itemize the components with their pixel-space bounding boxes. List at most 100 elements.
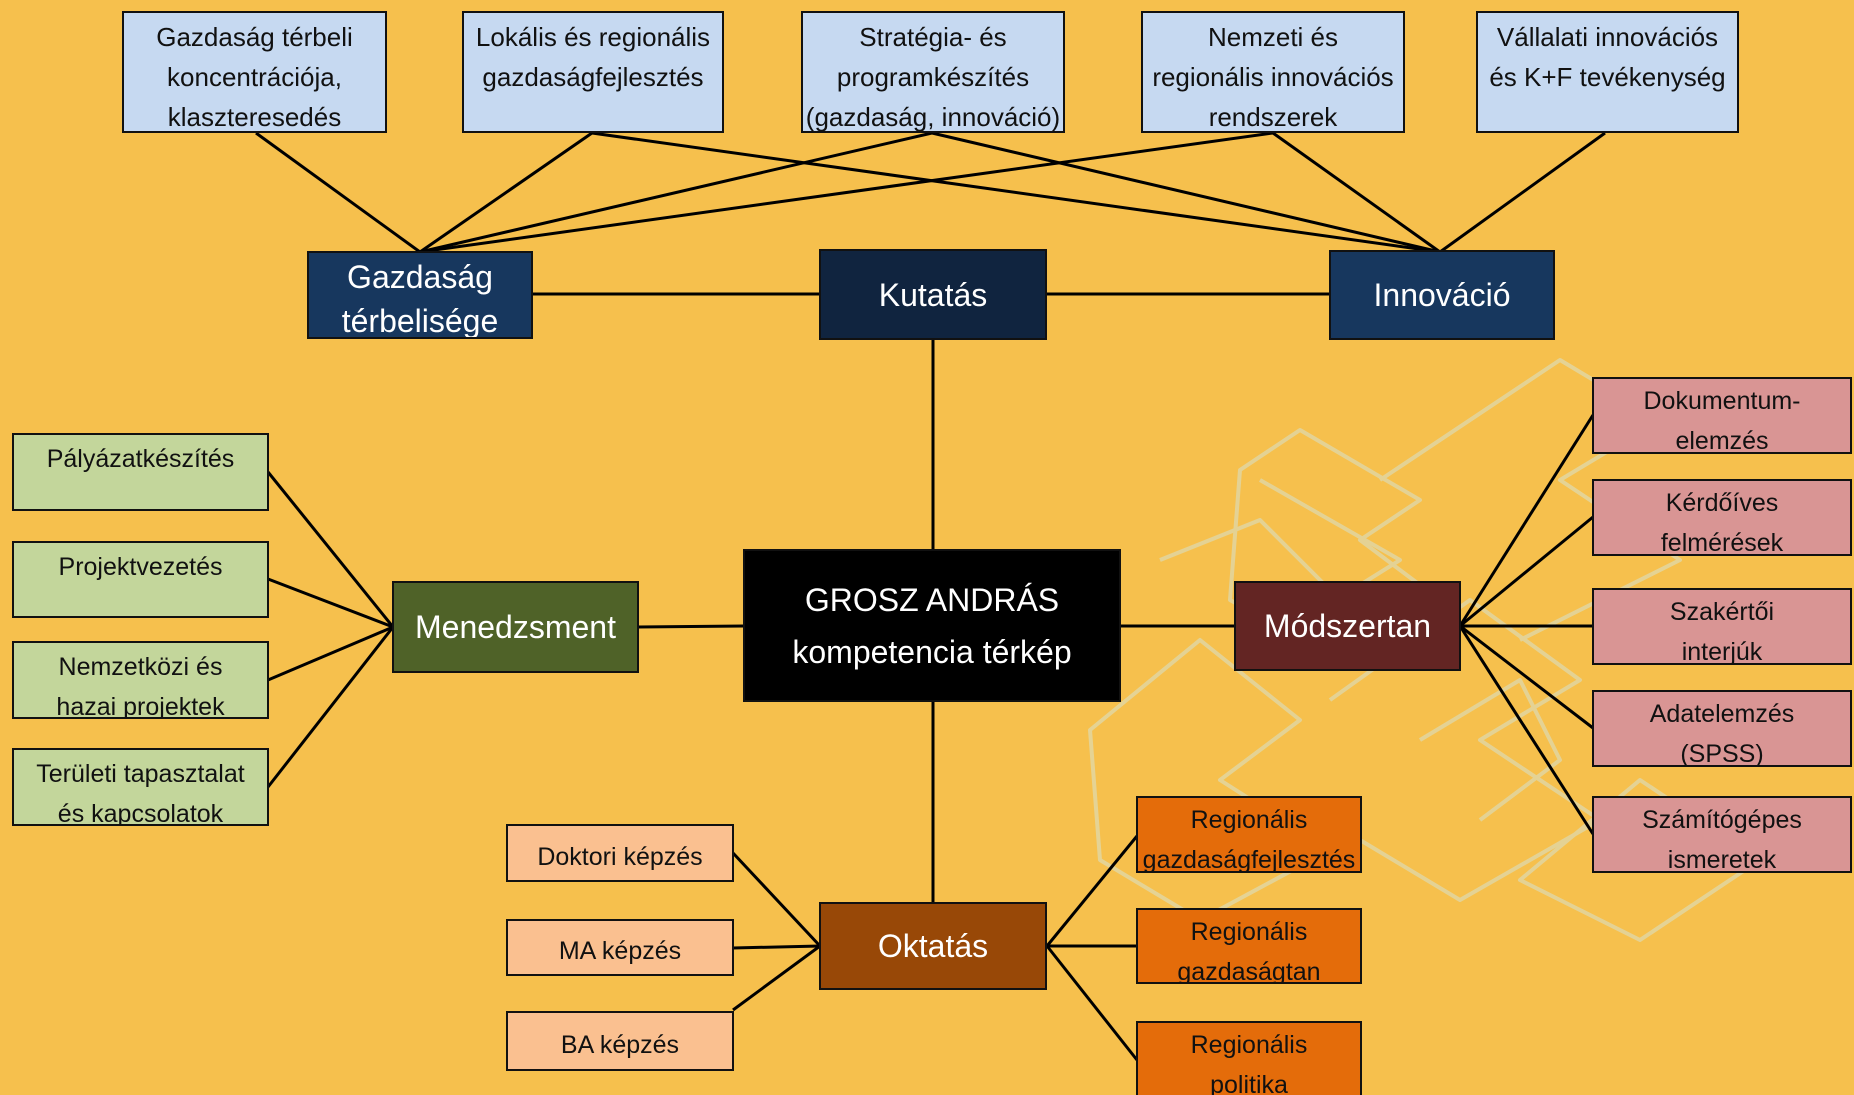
connector-line <box>732 944 821 950</box>
research-topic-spatial-concentration: Gazdaság térbeli koncentrációja, klaszte… <box>122 11 387 133</box>
node-text-line: programkészítés <box>836 62 1030 92</box>
node-text-line: Kérdőíves <box>1665 489 1779 517</box>
node-text: Innováció <box>1373 277 1511 313</box>
center-subtitle: kompetencia térkép <box>792 633 1072 670</box>
node-text-line: (SPSS) <box>1680 740 1764 767</box>
node-text-line: Regionális <box>1190 806 1308 834</box>
node-text: Gazdaság térbelisége <box>341 255 499 339</box>
node-text-line: és K+F tevékenység <box>1489 62 1726 92</box>
connector-line <box>1458 414 1595 627</box>
node-text: Nemzetközi és hazai projektek <box>56 647 225 719</box>
connector-line <box>731 851 822 948</box>
node-text: Lokális és regionális gazdaságfejlesztés <box>476 17 710 97</box>
method-item-expert-interviews: Szakértői interjúk <box>1592 588 1852 665</box>
education-level-ma: MA képzés <box>506 919 734 976</box>
connector-line <box>266 626 395 788</box>
connector-line <box>1045 835 1139 947</box>
node-text-line: elemzés <box>1675 427 1769 454</box>
method-item-surveys: Kérdőíves felmérések <box>1592 479 1852 556</box>
hub-research: Kutatás <box>819 249 1047 340</box>
node-text-line: Nemzetközi és <box>58 653 223 681</box>
hub-education: Oktatás <box>819 902 1047 990</box>
hub-management: Menedzsment <box>392 581 639 673</box>
node-text-line: Számítógépes <box>1642 806 1802 834</box>
node-text: Szakértői interjúk <box>1669 592 1775 665</box>
node-text: Regionális politika <box>1191 1025 1308 1095</box>
method-item-document-analysis: Dokumentum- elemzés <box>1592 377 1852 454</box>
node-text-line: és kapcsolatok <box>57 800 224 826</box>
node-text: Módszertan <box>1263 607 1432 644</box>
connector-line <box>419 131 593 254</box>
connector-line <box>931 131 1441 254</box>
node-text-line: (gazdaság, innováció) <box>805 102 1061 132</box>
node-text: Stratégia- és programkészítés (gazdaság,… <box>805 17 1061 132</box>
node-text-line: Stratégia- és <box>859 22 1007 52</box>
node-text-line: felmérések <box>1660 529 1784 556</box>
node-text: Kérdőíves felmérések <box>1660 483 1784 556</box>
connector-line <box>591 131 1441 254</box>
research-topic-local-regional-development: Lokális és regionális gazdaságfejlesztés <box>462 11 724 133</box>
node-text-line: Szakértői <box>1669 598 1775 626</box>
connector-line <box>419 131 1274 254</box>
research-topic-innovation-systems: Nemzeti és regionális innovációs rendsze… <box>1141 11 1405 133</box>
node-text: Vállalati innovációs és K+F tevékenység <box>1489 17 1725 97</box>
connector-line <box>267 625 394 682</box>
node-text: Nemzeti és regionális innovációs rendsze… <box>1152 17 1394 132</box>
hub-spatial-economy: Gazdaság térbelisége <box>307 251 533 339</box>
node-text: Gazdaság térbeli koncentrációja, klaszte… <box>156 17 353 132</box>
management-item-project-management: Projektvezetés <box>12 541 269 618</box>
center-node: GROSZ ANDRÁS kompetencia térkép <box>743 549 1121 702</box>
education-level-doctoral: Doktori képzés <box>506 824 734 882</box>
connector-line <box>419 131 933 254</box>
node-text-line: gazdaságfejlesztés <box>482 62 704 92</box>
node-text: BA képzés <box>560 1030 680 1059</box>
node-text-line: térbelisége <box>341 303 499 339</box>
hub-methodology: Módszertan <box>1234 581 1461 671</box>
node-text-line: interjúk <box>1681 638 1763 665</box>
hub-innovation: Innováció <box>1329 250 1555 340</box>
connector-line <box>266 471 395 628</box>
node-text-line: ismeretek <box>1667 846 1777 873</box>
connector-line <box>637 624 745 629</box>
center-title: GROSZ ANDRÁS <box>804 581 1060 618</box>
connector-line <box>1458 625 1595 835</box>
node-text-line: Adatelemzés <box>1649 700 1795 728</box>
connector-line <box>732 944 821 1012</box>
education-subject-regional-development: Regionális gazdaságfejlesztés <box>1136 796 1362 873</box>
node-text: Oktatás <box>877 927 989 964</box>
node-text-line: Vállalati innovációs <box>1496 22 1719 52</box>
node-text-line: Gazdaság térbeli <box>156 22 353 52</box>
node-text-line: koncentrációja, <box>167 62 342 92</box>
education-subject-regional-policy: Regionális politika <box>1136 1021 1362 1095</box>
node-text-line: Lokális és regionális <box>475 22 711 52</box>
education-level-ba: BA képzés <box>506 1011 734 1071</box>
node-text: Doktori képzés <box>537 842 703 871</box>
node-text-line: gazdaságtan <box>1177 958 1321 984</box>
connector-line <box>267 577 394 629</box>
node-text-line: Gazdaság <box>347 259 493 295</box>
connector-line <box>1459 624 1594 730</box>
node-text-line: rendszerek <box>1208 102 1338 132</box>
node-text-line: klaszteresedés <box>167 102 342 132</box>
connector-line <box>1045 945 1139 1061</box>
research-topic-strategy-programming: Stratégia- és programkészítés (gazdaság,… <box>801 11 1065 133</box>
node-text: Projektvezetés <box>58 553 223 581</box>
node-text: GROSZ ANDRÁS kompetencia térkép <box>792 574 1071 678</box>
connector-line <box>1439 131 1606 254</box>
node-text: Regionális gazdaságfejlesztés <box>1143 800 1356 871</box>
node-text: Regionális gazdaságtan <box>1177 912 1321 984</box>
node-text: MA képzés <box>558 937 682 965</box>
management-item-proposal-writing: Pályázatkészítés <box>12 433 269 511</box>
node-text: Menedzsment <box>415 608 616 645</box>
node-text: Adatelemzés (SPSS) <box>1649 694 1795 767</box>
connector-line <box>1272 131 1441 254</box>
node-text: Dokumentum- elemzés <box>1644 381 1801 454</box>
node-text-line: Nemzeti és <box>1207 22 1339 52</box>
node-text-line: regionális innovációs <box>1152 62 1394 92</box>
node-text-line: hazai projektek <box>56 693 225 719</box>
connector-line <box>255 131 421 254</box>
node-text: Kutatás <box>878 276 988 313</box>
node-text-line: politika <box>1210 1071 1288 1095</box>
